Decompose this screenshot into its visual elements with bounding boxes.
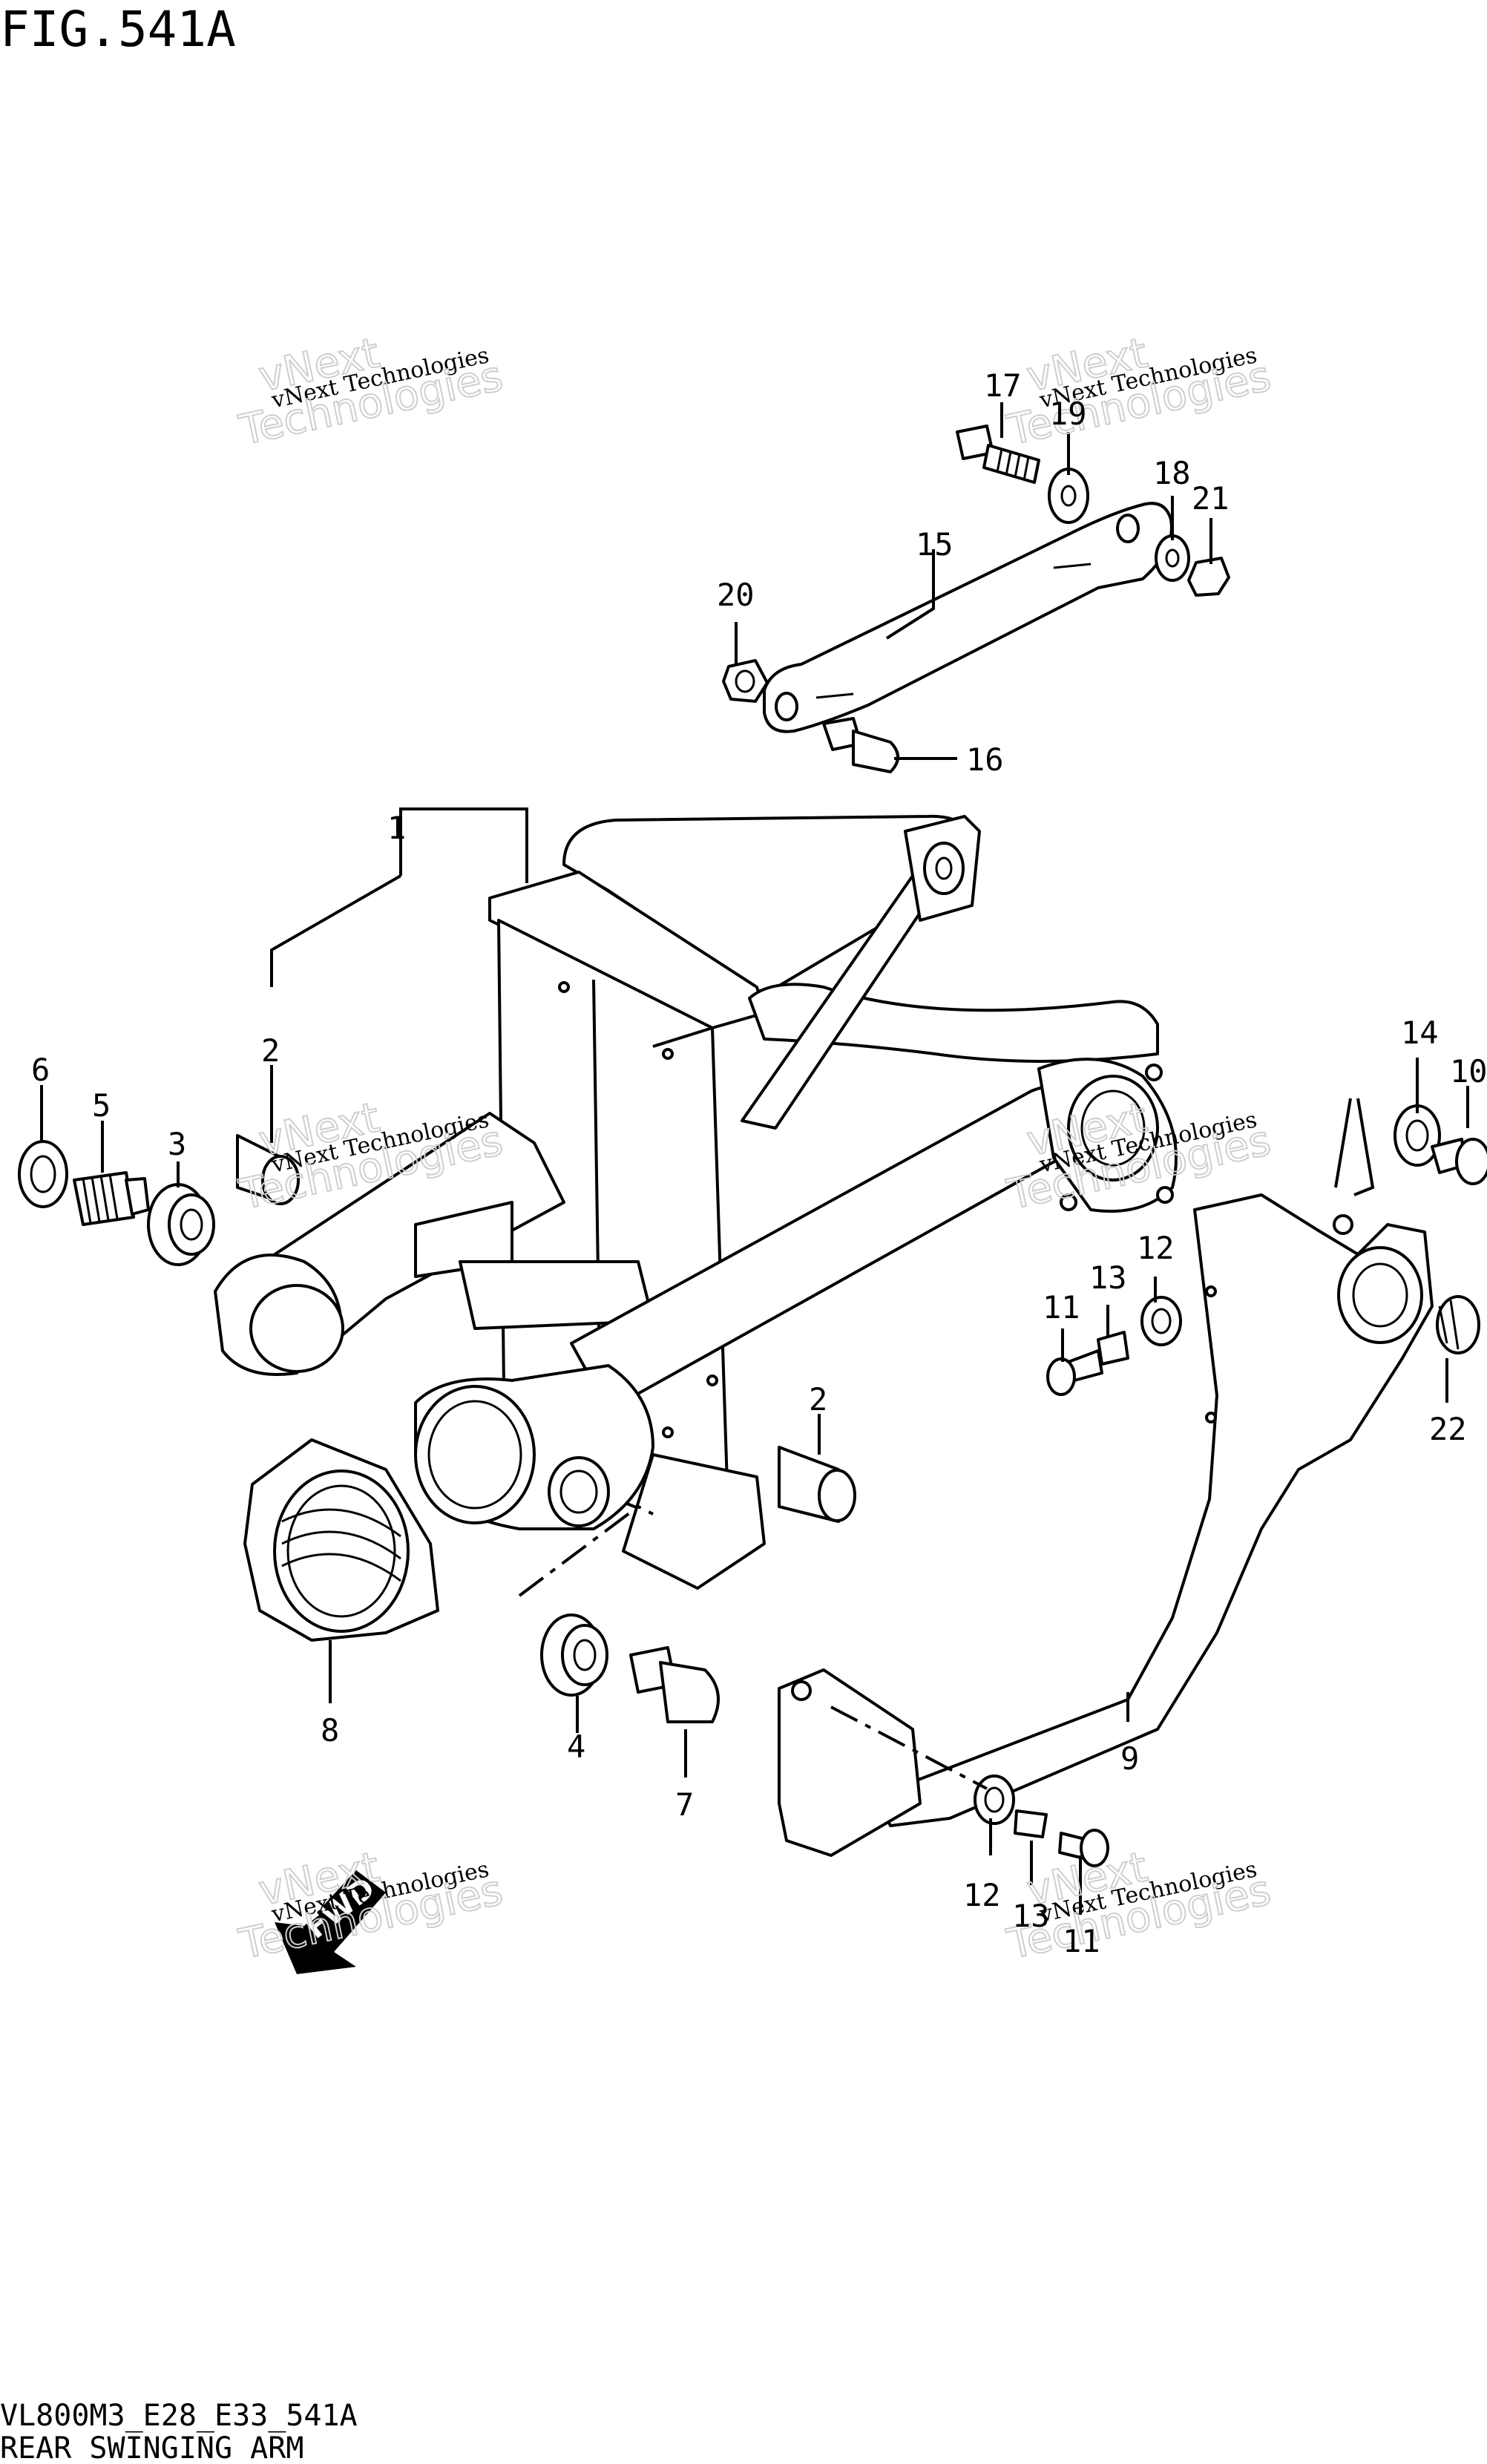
callout-14: 14 [1401,1015,1439,1051]
washer-19 [1048,468,1089,524]
watermark-6: vNext vNext Technologies Technologies [1002,1842,1276,1970]
callout-12-upper: 12 [1137,1230,1175,1266]
callout-17: 17 [984,367,1022,404]
bearing-3 [147,1183,215,1266]
collar-13-lower [1014,1809,1048,1838]
watermark-3: vNext vNext Technologies Technologies [234,1092,508,1220]
pivot-bolt-7 [629,1646,720,1723]
callout-1: 1 [387,810,406,846]
spacer-12-upper [1140,1296,1182,1346]
leader-lines [40,402,1469,1915]
callout-21: 21 [1192,480,1230,517]
right-arm-9 [778,1193,1434,1857]
figure-code: VL800M3_E28_E33_541A [0,2399,358,2433]
callout-11-upper: 11 [1043,1289,1080,1326]
bolt-11-upper [1046,1349,1103,1396]
callout-12-lower: 12 [963,1877,1001,1913]
collar-13-upper [1097,1331,1129,1366]
bolt-17 [956,425,1040,484]
bearing-4 [540,1613,608,1697]
bolt-16 [822,717,899,773]
callout-9: 9 [1120,1740,1139,1777]
callout-13-lower: 13 [1012,1898,1050,1934]
callout-7: 7 [675,1786,694,1823]
seal-6 [18,1140,68,1208]
callout-4: 4 [567,1729,585,1765]
callout-8: 8 [321,1712,339,1749]
bush-2-lower [778,1446,856,1523]
watermark-2: vNext vNext Technologies Technologies [1002,328,1276,456]
washer-18 [1155,534,1190,582]
callout-16: 16 [966,741,1004,778]
callout-5: 5 [92,1087,111,1124]
callout-20: 20 [717,577,755,613]
callout-labels: 1 2 2 3 4 5 6 7 8 9 10 11 11 12 12 13 13… [31,367,1487,1959]
callout-6: 6 [31,1052,50,1088]
nut-20 [722,659,769,703]
bush-2-upper [236,1134,300,1205]
callout-3: 3 [168,1126,186,1162]
cap-22 [1436,1295,1480,1354]
screw-5 [73,1171,150,1226]
callout-19: 19 [1049,396,1087,432]
figure-title: FIG.541A [0,1,236,58]
callout-22: 22 [1429,1411,1467,1447]
swing-arm-1 [214,814,1178,1590]
figure-name: REAR SWINGING ARM [0,2431,303,2464]
watermark-layer: vNext vNext Technologies Technologies vN… [234,328,1276,1970]
bolt-10 [1431,1138,1487,1185]
washer-14 [1394,1104,1441,1167]
spacer-12-lower [974,1775,1015,1825]
watermark-1: vNext vNext Technologies Technologies [234,328,508,456]
boot-8 [243,1438,439,1642]
nut-21 [1187,557,1230,597]
callout-18: 18 [1153,455,1191,491]
callout-10: 10 [1450,1053,1487,1090]
small-parts-right [974,1104,1487,1867]
callout-15: 15 [916,526,953,563]
callout-11-lower: 11 [1063,1923,1100,1959]
callout-2-upper: 2 [261,1032,280,1069]
callout-13-upper: 13 [1089,1259,1127,1296]
watermark-5: vNext vNext Technologies Technologies [234,1842,508,1970]
bolt-11-lower [1058,1829,1109,1867]
torque-link-group [722,425,1230,773]
callout-2-lower: 2 [809,1381,827,1418]
